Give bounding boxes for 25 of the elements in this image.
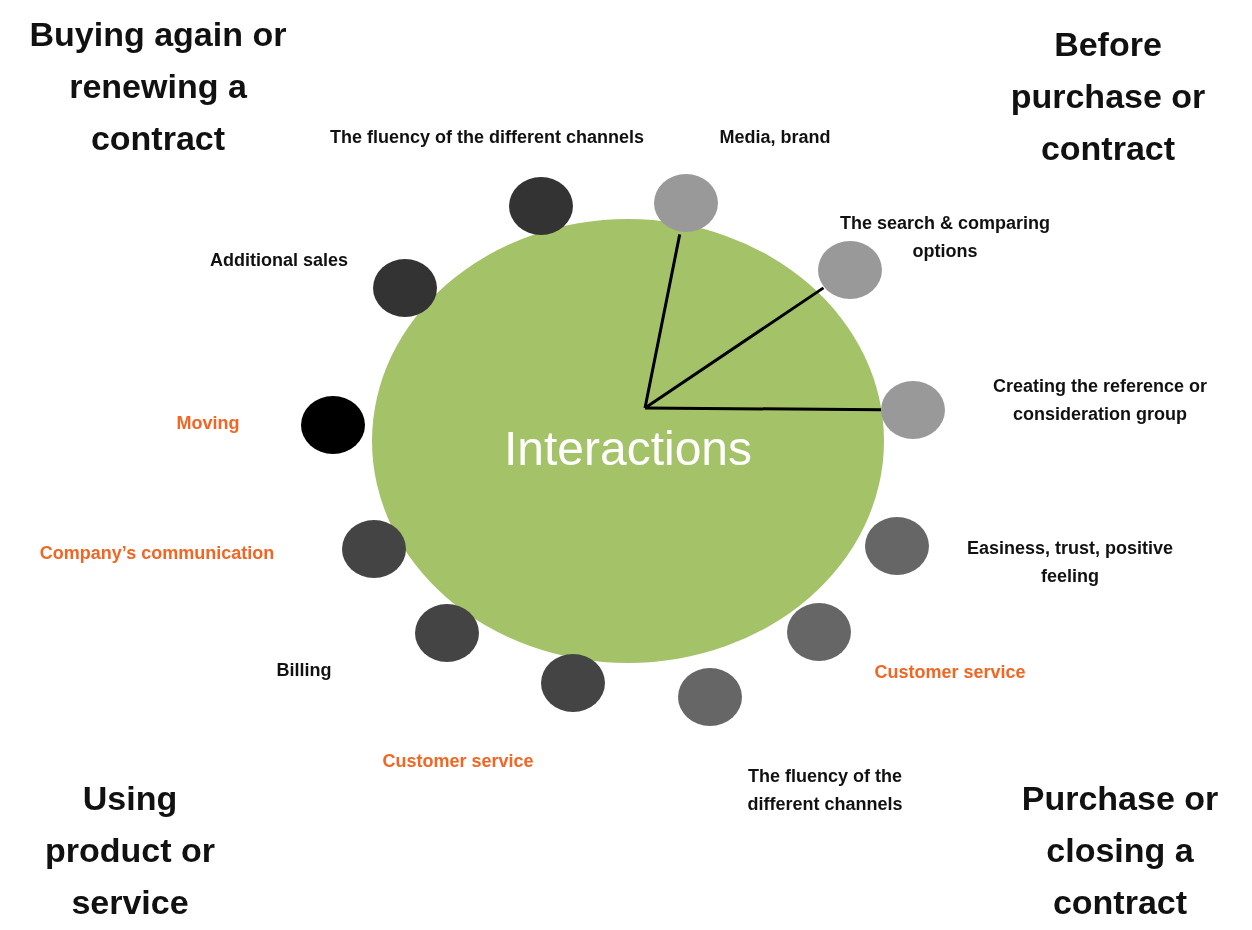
- stage-label: Company’s communication: [38, 542, 276, 565]
- radius-line: [645, 406, 881, 412]
- stage-label: Additional sales: [208, 249, 349, 272]
- stage-label: Creating the reference or consideration group: [991, 375, 1209, 426]
- center-title: Interactions: [503, 420, 753, 476]
- stage-circle: [881, 381, 945, 439]
- stage-label: Easiness, trust, positive feeling: [965, 537, 1175, 588]
- phase-heading: Using product or service: [44, 778, 216, 923]
- stage-circle: [654, 174, 718, 232]
- radius-line: [644, 286, 825, 410]
- stage-label: Media, brand: [718, 126, 832, 149]
- stage-label: The fluency of the different channels: [328, 126, 645, 149]
- stage-label: Customer service: [873, 661, 1027, 684]
- stage-circle: [865, 517, 929, 575]
- stage-circle: [509, 177, 573, 235]
- phase-heading: Purchase or closing a contract: [1020, 778, 1220, 923]
- stage-label: Moving: [175, 412, 241, 435]
- stage-circle: [541, 654, 605, 712]
- stage-label: The fluency of the different channels: [746, 765, 904, 816]
- phase-heading: Before purchase or contract: [1009, 24, 1207, 169]
- stage-label: The search & comparing options: [838, 212, 1052, 263]
- stage-label: Billing: [275, 659, 333, 682]
- radius-line: [643, 234, 682, 409]
- stage-label: Customer service: [381, 750, 535, 773]
- phase-heading: Buying again or renewing a contract: [28, 14, 288, 159]
